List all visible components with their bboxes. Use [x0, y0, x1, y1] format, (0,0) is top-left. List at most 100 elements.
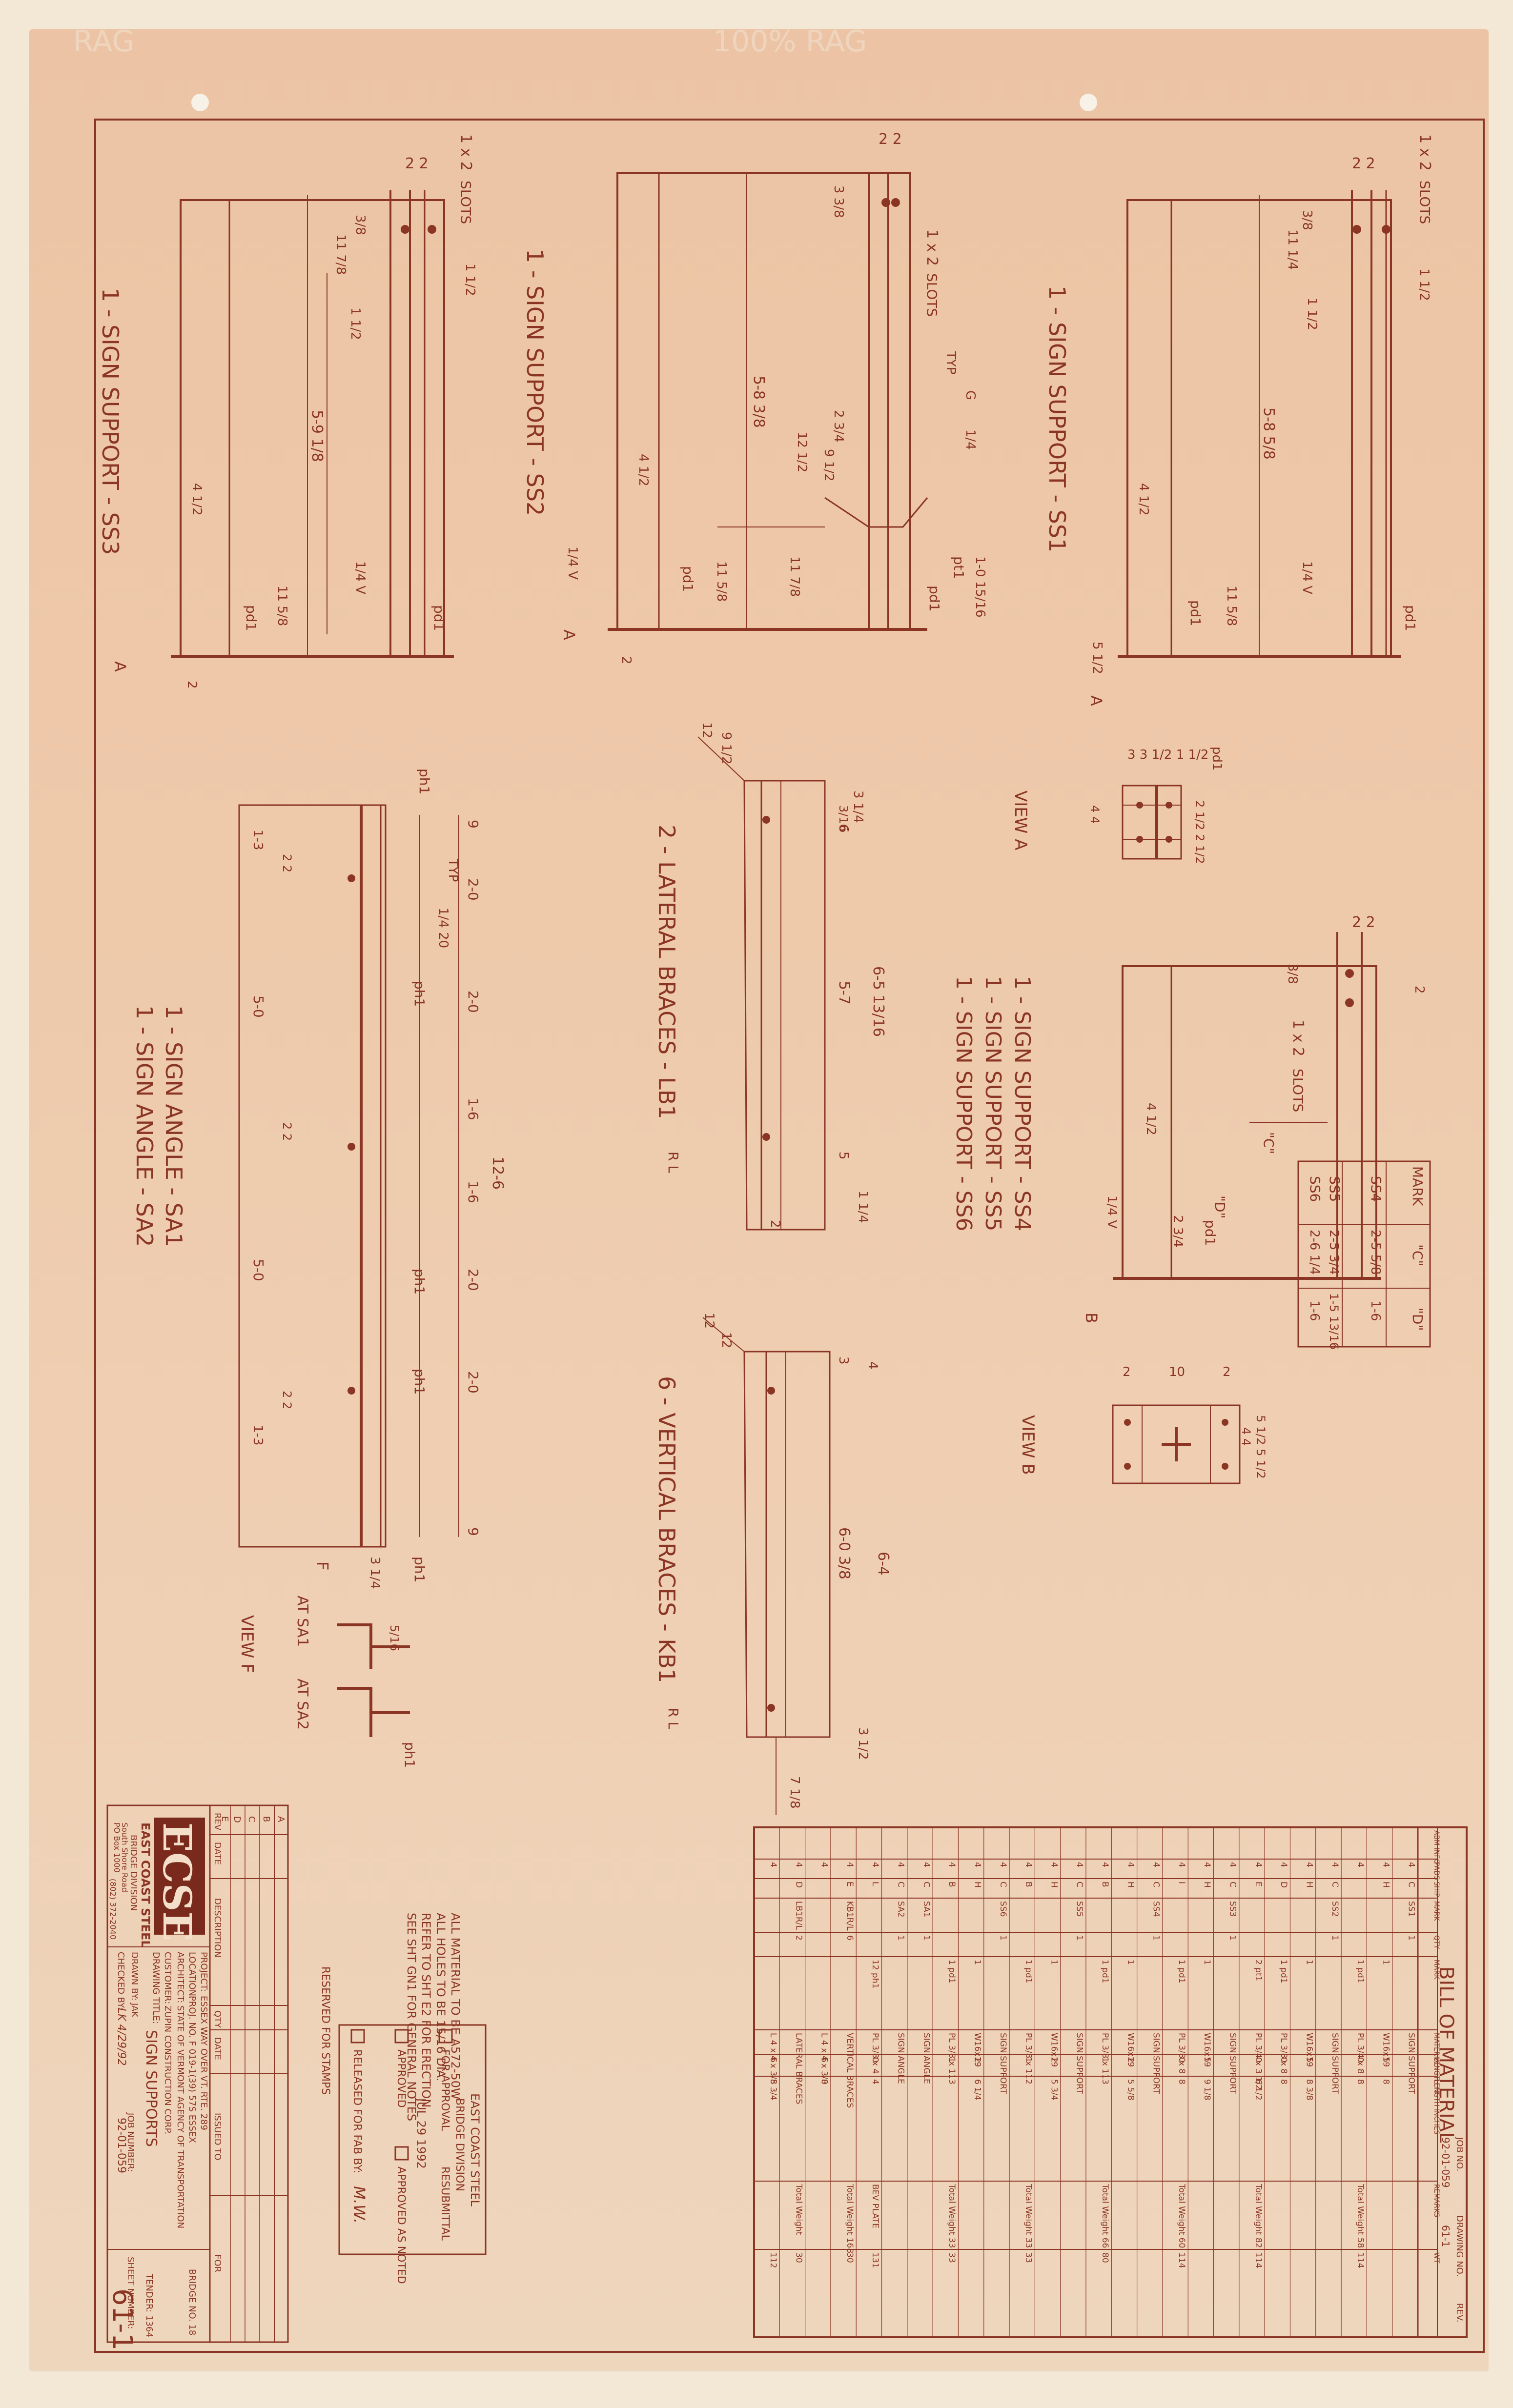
vertical-dim-d: 4 [865, 1361, 880, 1370]
view-a-dim: 3 3 1/2 1 1/2 [1127, 748, 1208, 762]
ss2-typ: TYP [943, 351, 958, 374]
bom-cell: C [1330, 1882, 1340, 1887]
sign-angle-end-b: 1-3 [250, 1425, 265, 1445]
sign-angle-seg-b: 5-0 [250, 1259, 266, 1281]
view-a-dim-side: 2 1/2 2 1/2 [1193, 800, 1206, 864]
lateral-dim-b: 9 1/2 [719, 732, 734, 765]
lateral-dim-overall: 6-5 13/16 [870, 966, 887, 1037]
mark-table-h1: MARK [1410, 1166, 1426, 1206]
bom-cell: 2 pt1 [1253, 1960, 1263, 1982]
view-f [337, 1623, 410, 1737]
sign-angle-weld: 1/4 20 [436, 908, 450, 948]
ss2-weld-g: G [963, 390, 978, 400]
bom-cell: 3 [1100, 2079, 1110, 2084]
bom-cell: KB1R/L [845, 1901, 855, 1931]
ss456-weld: 1/4 V [1104, 1195, 1119, 1229]
bom-cell: 4 [870, 2079, 880, 2084]
bom-cell: PL 3/8 x 11 [1023, 2033, 1033, 2079]
vertical-dim-a: 12 [702, 1313, 716, 1329]
approval-noted: APPROVED AS NOTED [395, 2166, 407, 2284]
view-b [1112, 1404, 1241, 1484]
bom-cell: BEV PLATE [870, 2184, 880, 2228]
bom-cell: 0 [1355, 2057, 1365, 2063]
binder-hole [191, 94, 209, 111]
bom-cell: 33 [947, 2252, 957, 2263]
view-f-right: AT SA2 [294, 1679, 311, 1730]
tb-division: BRIDGE DIVISION [128, 1835, 139, 1911]
vertical-title: 6 - VERTICAL BRACES - KB1 [654, 1376, 680, 1683]
bom-cell: 3 [947, 2079, 957, 2084]
view-a-dim-left: 4 4 [1088, 805, 1102, 824]
bom-cell: H [1125, 1882, 1135, 1888]
approval-released: RELEASED FOR FAB BY: [351, 2049, 363, 2173]
approval-for: FOR APPROVAL [439, 2049, 451, 2131]
bom-rows: ABM INFOPADSSHIPMARKQTYMARKMATERIALLENGT… [768, 1830, 1440, 2268]
bom-title: BILL OF MATERIAL [1435, 1966, 1457, 2143]
bom-cell: 80 [1100, 2252, 1110, 2263]
approval-stamp [338, 2024, 487, 2255]
bom-cell: SA1 [921, 1901, 931, 1918]
bom-header: MATERIAL [1432, 2033, 1440, 2066]
bom-header: QTY [1432, 1935, 1440, 1949]
ss3-dim-d: 1 1/2 [348, 307, 363, 340]
bom-cell: PL 3/8 x 11 [947, 2033, 957, 2079]
tb-drawing-title: SIGN SUPPORTS [143, 2030, 160, 2147]
ss2-slots: 1 x 2 [923, 229, 941, 266]
bom-drawing-no: 61-1 [1440, 2225, 1452, 2247]
bom-cell: 1 [1407, 1935, 1416, 1941]
sign-angle-seg-a: 5-0 [250, 995, 266, 1018]
bom-cell: 8 [1279, 2079, 1288, 2084]
rev-h-date: DATE [212, 1842, 223, 1865]
bom-cell: W16x19 [1381, 2033, 1390, 2067]
bom-cell: 4 [1330, 1862, 1340, 1867]
bom-cell: 8 [1381, 2079, 1390, 2084]
rev-h-qty: QTY [212, 2010, 223, 2028]
bom-cell: 0 [1177, 2057, 1186, 2063]
ss3-base: 2 [184, 681, 199, 689]
bom-job-label: JOB NO. [1454, 2137, 1465, 2171]
bom-cell: 4 [998, 1862, 1008, 1867]
bom-cell: 8 [1177, 2079, 1186, 2084]
tb-job: 92-01-059 [115, 2118, 127, 2173]
sign-angle-holes-3: 2 2 [280, 1391, 294, 1409]
bom-cell: 2 [794, 1935, 803, 1941]
ss1-pl: pd1 [1187, 600, 1204, 626]
bom-header: REMARKS [1432, 2184, 1440, 2217]
tb-address1: South Shore Road [120, 1822, 129, 1892]
sign-angle-end-a: 1-3 [250, 830, 265, 850]
bom-cell: 1 [972, 1960, 982, 1965]
tb-drawing-title-label: DRAWING TITLE: [151, 1952, 161, 2024]
vertical-dim-e: 7 1/8 [787, 1776, 802, 1809]
rev-h-issued: ISSUED TO [212, 2113, 223, 2160]
bom-cell: 4 [1304, 1862, 1314, 1867]
ss2-dim-a: 3 3/8 [831, 185, 846, 218]
bom-cell: 4 [768, 1862, 778, 1867]
sign-angle-space-3: 2-0 [465, 991, 481, 1013]
rev-h-date2: DATE [212, 2037, 223, 2060]
bom-cell: 1 pd1 [947, 1960, 957, 1983]
view-sign-angle [238, 804, 459, 1548]
bom-cell: SS1 [1407, 1901, 1416, 1917]
bom-cell: 30 [845, 2252, 855, 2263]
bom-cell: SIGN SUPPORT [1407, 2033, 1416, 2094]
mark-table-r1c1: SS4 [1368, 1176, 1384, 1202]
tb-drawn: JAK [129, 2003, 140, 2018]
approval-company: EAST COAST STEEL [468, 2093, 482, 2206]
sign-angle-overall: 12-6 [489, 1156, 506, 1190]
ss456-dim-top: 2 2 [1352, 914, 1375, 931]
tb-location: PROJ. NO. F 019-1(39) 57S ESSEX [187, 1996, 197, 2143]
ss1-pl-right: pd1 [1402, 605, 1418, 631]
bom-cell: 5 [1381, 2057, 1390, 2063]
bom-cell: 4 [972, 1862, 982, 1867]
bom-cell: Total Weight 33 [947, 2184, 957, 2248]
approval-division: BRIDGE DIVISION [453, 2098, 466, 2191]
bom-cell: 4 [1253, 1862, 1263, 1867]
sign-angle-space-7: 2-0 [465, 1371, 481, 1394]
bom-cell: 4 [1355, 1862, 1365, 1867]
ss3-pl-right: pd1 [431, 605, 447, 631]
sign-angle-holes-1: 2 2 [280, 854, 294, 872]
rev-row-e: E [220, 1816, 230, 1821]
bom-cell: 4 [1228, 1862, 1238, 1867]
lateral-rl: R L [665, 1152, 681, 1173]
